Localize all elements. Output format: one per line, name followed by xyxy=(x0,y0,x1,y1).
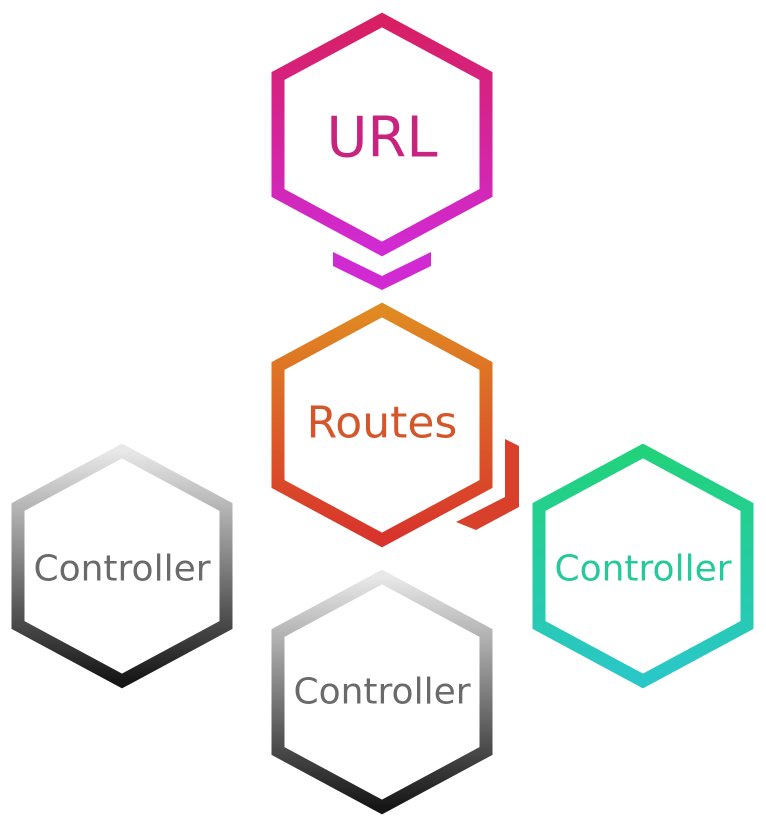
url-node: URL xyxy=(271,12,493,257)
chevron-corner-icon xyxy=(456,439,519,530)
controller-left-hexagon xyxy=(11,443,233,689)
routes-label: Routes xyxy=(307,398,458,449)
routes-node: Routes xyxy=(271,302,493,548)
routes-hexagon xyxy=(271,302,493,548)
controller-right-node: Controller xyxy=(532,443,754,689)
chevron-down-icon xyxy=(333,252,431,290)
controller-left-label: Controller xyxy=(33,549,210,590)
controller-bottom-label: Controller xyxy=(293,672,470,713)
controller-right-label: Controller xyxy=(554,549,731,590)
controller-right-hexagon xyxy=(532,443,754,689)
url-hexagon xyxy=(271,12,493,257)
controller-bottom-node: Controller xyxy=(271,569,493,815)
url-label: URL xyxy=(326,106,437,171)
controller-bottom-hexagon xyxy=(271,569,493,815)
controller-left-node: Controller xyxy=(11,443,233,689)
